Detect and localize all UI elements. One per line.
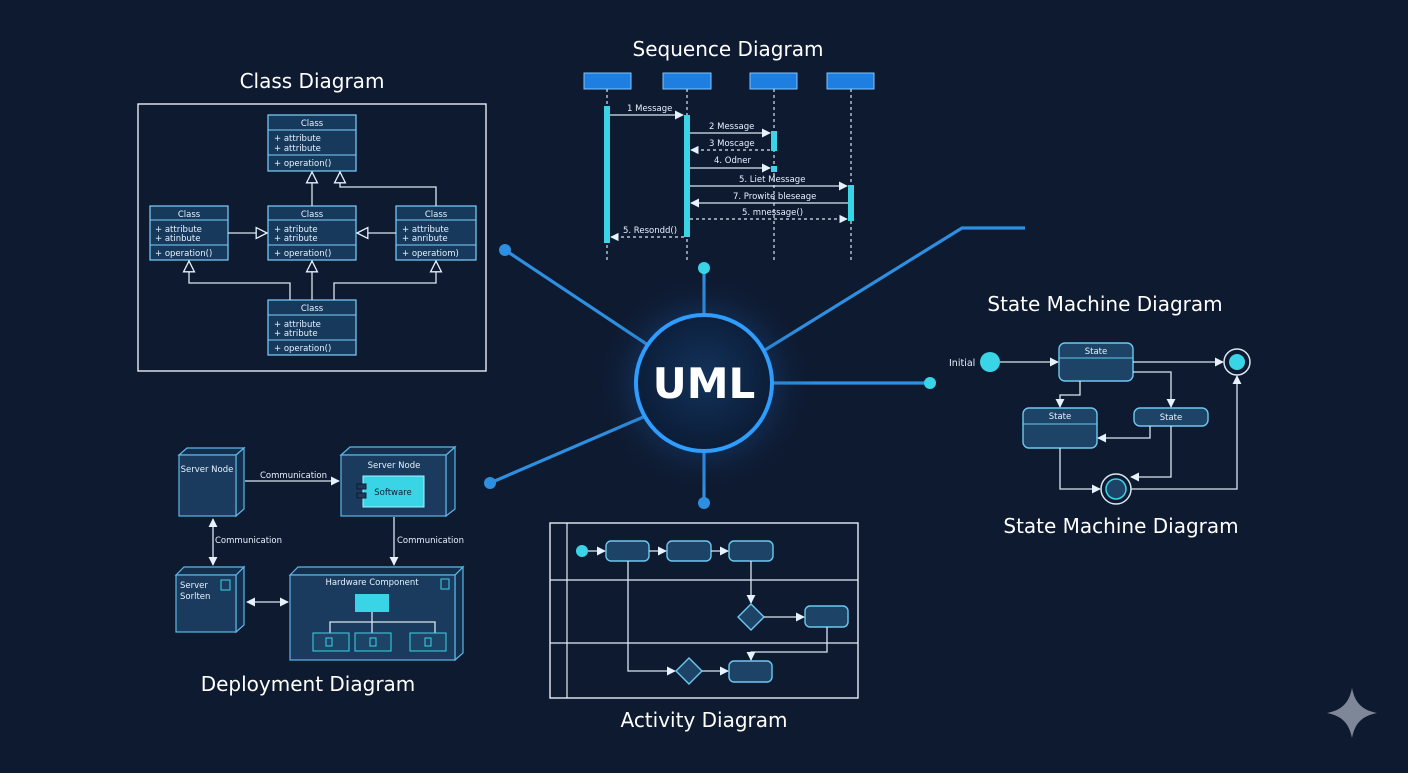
lifeline-header (826, 72, 875, 90)
svg-text:+ attribute: + attribute (274, 134, 321, 144)
class-diagram-title: Class Diagram (240, 69, 385, 93)
deployment-diagram-title: Deployment Diagram (201, 672, 416, 696)
svg-text:+ attribute: + attribute (402, 225, 449, 235)
seq-message: 4. Odner (714, 156, 752, 166)
seq-message: 3 Moscage (709, 139, 755, 149)
svg-text:Sorlten: Sorlten (180, 592, 210, 602)
state-machine-title-top: State Machine Diagram (987, 292, 1222, 316)
uml-hub: UML (594, 273, 814, 493)
hub-label: UML (653, 359, 756, 408)
activity-decision (675, 657, 703, 685)
class-diagram-frame (137, 103, 487, 372)
state-left: State (1022, 407, 1098, 449)
svg-text:+ attribute: + attribute (274, 320, 321, 330)
comm-label: Communication (260, 471, 327, 481)
final-state-node (1223, 348, 1251, 376)
lifeline-header (662, 72, 712, 90)
comm-label: Communication (215, 536, 282, 546)
server-sorter-node: Server Sorlten (174, 565, 246, 634)
svg-text:State: State (1049, 412, 1072, 422)
seq-message: 1 Message (627, 104, 672, 114)
initial-label: Initial (949, 358, 975, 369)
state-right: State (1133, 407, 1209, 427)
svg-text:State: State (1160, 413, 1183, 423)
activity-action (804, 605, 849, 628)
svg-text:Server Node: Server Node (181, 465, 234, 475)
svg-text:+ attribute: + attribute (155, 225, 202, 235)
activity-action (666, 540, 712, 562)
seq-message: 5. Resondd() (623, 226, 677, 236)
connector-dot (484, 477, 496, 489)
svg-text:+ operation(): + operation() (274, 249, 331, 259)
connector-dot (698, 497, 710, 509)
activity-diagram-title: Activity Diagram (620, 708, 787, 732)
svg-text:+ atribute: + atribute (274, 329, 318, 339)
comm-label: Communication (397, 536, 464, 546)
seq-message: 7. Prowite bleseage (733, 192, 816, 202)
initial-state-node (980, 352, 1000, 372)
svg-text:+ anribute: + anribute (402, 234, 448, 244)
activity-action (728, 660, 773, 683)
seq-message: 5. mnessage() (742, 208, 803, 218)
svg-text:+ operatiom): + operatiom) (402, 249, 459, 259)
svg-text:Server Node: Server Node (368, 461, 421, 471)
svg-text:+ attribute: + attribute (274, 144, 321, 154)
seq-message: 2 Message (709, 122, 754, 132)
lifeline-header (749, 72, 798, 90)
class-box-right: Class + attribute + anribute + operatiom… (395, 205, 477, 261)
state-top: State (1058, 342, 1134, 382)
deployment-diagram: Deployment Diagram Server Node Server No… (174, 445, 465, 696)
svg-text:+ operation(): + operation() (274, 159, 331, 169)
server-node-2: Server Node Software (339, 445, 457, 518)
sequence-diagram-title: Sequence Diagram (633, 37, 824, 61)
class-box-left: Class + attribute + atinbute + operation… (149, 205, 229, 261)
class-box-middle: Class + atribute + atribute + operation(… (267, 205, 357, 261)
activity-action (605, 540, 650, 562)
svg-text:Class: Class (301, 119, 324, 129)
activity-action (728, 540, 774, 562)
svg-text:Hardware Component: Hardware Component (325, 578, 419, 588)
hardware-component-node: Hardware Component (288, 565, 465, 662)
activity-flows (588, 546, 828, 676)
svg-text:+ operation(): + operation() (155, 249, 212, 259)
activity-start-node (576, 545, 588, 557)
class-diagram: Class Diagram Class + attribute + attrib… (137, 69, 487, 372)
svg-text:State: State (1085, 347, 1108, 357)
connector-dot (924, 377, 936, 389)
svg-text:+ atinbute: + atinbute (155, 234, 200, 244)
svg-text:Server: Server (180, 581, 208, 591)
state-transitions (1000, 357, 1242, 494)
svg-text:Software: Software (374, 488, 411, 498)
svg-text:Class: Class (301, 304, 324, 314)
connector-dot (499, 244, 511, 256)
svg-text:+ operation(): + operation() (274, 344, 331, 354)
server-node-1: Server Node (177, 446, 246, 518)
class-box-bottom: Class + attribute + atribute + operation… (267, 299, 357, 356)
lifeline-header (583, 72, 632, 90)
svg-text:+ atribute: + atribute (274, 225, 318, 235)
svg-text:Class: Class (178, 210, 201, 220)
svg-text:Class: Class (301, 210, 324, 220)
sparkle-icon (1327, 688, 1377, 738)
state-machine-diagram: State Machine Diagram State Machine Diag… (949, 292, 1251, 538)
sequence-diagram: Sequence Diagram 1 Message 2 Message 3 M… (583, 37, 875, 260)
svg-text:+ atribute: + atribute (274, 234, 318, 244)
seq-message: 5. Liet Message (739, 175, 805, 185)
svg-text:Class: Class (425, 210, 448, 220)
class-box-top: Class + attribute + attribute + operatio… (267, 114, 357, 172)
activity-diagram: Activity Diagram (549, 522, 859, 732)
software-component (362, 475, 425, 508)
state-machine-title-bottom: State Machine Diagram (1003, 514, 1238, 538)
activity-decision (737, 603, 765, 631)
connector-dot (698, 262, 710, 274)
class-relations (189, 172, 436, 300)
